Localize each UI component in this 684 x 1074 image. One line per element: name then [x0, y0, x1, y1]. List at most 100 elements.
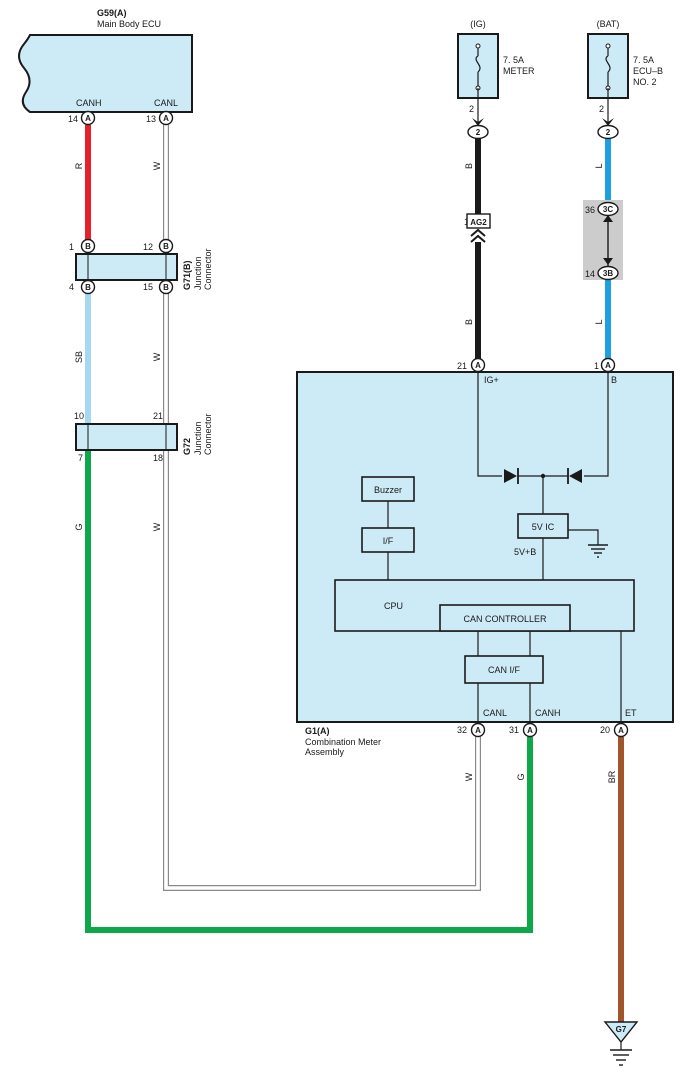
if-block-label: I/F: [383, 536, 394, 546]
g72-name-line2: Connector: [203, 413, 213, 455]
wire-label-w-4: W: [464, 772, 474, 781]
wire-label-w-3: W: [152, 522, 162, 531]
meter-pin20-num: 20: [600, 725, 610, 735]
ground-g7-triangle: [603, 1021, 639, 1044]
wire-label-w-1: W: [152, 161, 162, 170]
wire-label-l-1: L: [594, 163, 604, 168]
cpu-label: CPU: [384, 601, 403, 611]
connector-marker-a: A: [470, 722, 486, 738]
svg-text:A: A: [475, 726, 481, 735]
meter-pin1-num: 1: [594, 361, 599, 371]
buzzer-label: Buzzer: [374, 485, 402, 495]
fuse-meter-pin: 2: [469, 104, 474, 114]
main-body-ecu-box: [18, 34, 193, 113]
svg-text:B: B: [163, 283, 169, 292]
svg-text:3C: 3C: [603, 205, 613, 214]
connector-marker-a: A: [80, 110, 96, 126]
g71-pin4: 4: [69, 282, 74, 292]
main-ecu-pin14-num: 14: [68, 114, 78, 124]
can-if-block: [464, 655, 544, 684]
splice-3b-pin: 14: [585, 269, 595, 279]
svg-text:2: 2: [606, 128, 611, 137]
wire-label-w-2: W: [152, 352, 162, 361]
connector-marker-2: 2: [597, 124, 619, 140]
connector-marker-a: A: [522, 722, 538, 738]
svg-text:A: A: [163, 114, 169, 123]
connector-marker-a: A: [470, 357, 486, 373]
g71-pin12: 12: [143, 242, 153, 252]
g71-name-line1: Junction: [193, 256, 203, 290]
fuse-ecub-source: (BAT): [597, 19, 620, 29]
meter-pin32-num: 32: [457, 725, 467, 735]
wire-canh-green: [85, 450, 533, 933]
connector-marker-b: B: [158, 279, 174, 295]
arrow-down-icon: [603, 258, 613, 265]
g72-pin21: 21: [153, 411, 163, 421]
meter-pin-igp: IG+: [484, 375, 499, 385]
v5b-label: 5V+B: [514, 547, 536, 557]
connector-marker-2: 2: [467, 124, 489, 140]
fuse-ecub-name-line1: ECU–B: [633, 66, 663, 76]
svg-text:A: A: [527, 726, 533, 735]
fuse-icon: [605, 43, 611, 91]
buzzer-block: [361, 476, 415, 502]
meter-pin21-num: 21: [457, 361, 467, 371]
fuse-icon: [475, 43, 481, 91]
main-ecu-code: G59(A): [97, 8, 127, 18]
svg-text:A: A: [475, 361, 481, 370]
fuse-meter-rating: 7. 5A: [503, 55, 524, 65]
fuse-meter-source: (IG): [470, 19, 486, 29]
svg-text:B: B: [85, 242, 91, 251]
g72-code: G72: [182, 438, 192, 455]
g71-pin1: 1: [69, 242, 74, 252]
main-ecu-pin13-num: 13: [146, 114, 156, 124]
double-chevron-up-icon: [470, 228, 486, 243]
fuse-ecub-name-line2: NO. 2: [633, 77, 657, 87]
g71-pin15: 15: [143, 282, 153, 292]
main-ecu-pin-canh: CANH: [76, 98, 102, 108]
g72-pin7: 7: [78, 453, 83, 463]
main-ecu-pin-canl: CANL: [154, 98, 178, 108]
fuse-meter-name: METER: [503, 66, 535, 76]
svg-text:2: 2: [476, 128, 481, 137]
main-ecu-name: Main Body ECU: [97, 19, 161, 29]
wire-label-sb: SB: [74, 351, 84, 363]
meter-name-line2: Assembly: [305, 747, 345, 757]
connector-marker-3c: 3C: [597, 201, 619, 217]
meter-pin-canh: CANH: [535, 708, 561, 718]
meter-pin-et: ET: [625, 708, 637, 718]
g71-code: G71(B): [182, 260, 192, 290]
g72-pin18: 18: [153, 453, 163, 463]
svg-text:B: B: [163, 242, 169, 251]
ground-icon: [610, 1042, 632, 1066]
g72-pin10: 10: [74, 411, 84, 421]
svg-text:A: A: [85, 114, 91, 123]
ground-icon: [588, 544, 608, 558]
can-controller-block: [439, 604, 571, 632]
wire-label-b-1: B: [464, 163, 474, 169]
connector-marker-b: B: [158, 238, 174, 254]
connector-marker-a: A: [600, 357, 616, 373]
splice-3c-pin: 36: [585, 205, 595, 215]
svg-text:B: B: [85, 283, 91, 292]
connector-marker-b: B: [80, 238, 96, 254]
ic-5v-label: 5V IC: [532, 522, 555, 532]
wire-label-b-2: B: [464, 319, 474, 325]
ag2-code: AG2: [470, 218, 487, 227]
wire-label-r: R: [74, 162, 84, 169]
wire-canl-white: [163, 125, 481, 891]
g71-name-line2: Connector: [203, 248, 213, 290]
svg-text:A: A: [605, 361, 611, 370]
meter-name-line1: Combination Meter: [305, 737, 381, 747]
g72-name-line1: Junction: [193, 421, 203, 455]
ag2-connector: [466, 213, 491, 229]
wire-label-g-2: G: [516, 773, 526, 780]
meter-pin31-num: 31: [509, 725, 519, 735]
wire-label-l-2: L: [594, 319, 604, 324]
fuse-terminal-arrow-icon: [472, 118, 484, 126]
fuse-ecub-rating: 7. 5A: [633, 55, 654, 65]
wire-label-g-1: G: [74, 523, 84, 530]
connector-marker-a: A: [158, 110, 174, 126]
meter-code: G1(A): [305, 726, 330, 736]
